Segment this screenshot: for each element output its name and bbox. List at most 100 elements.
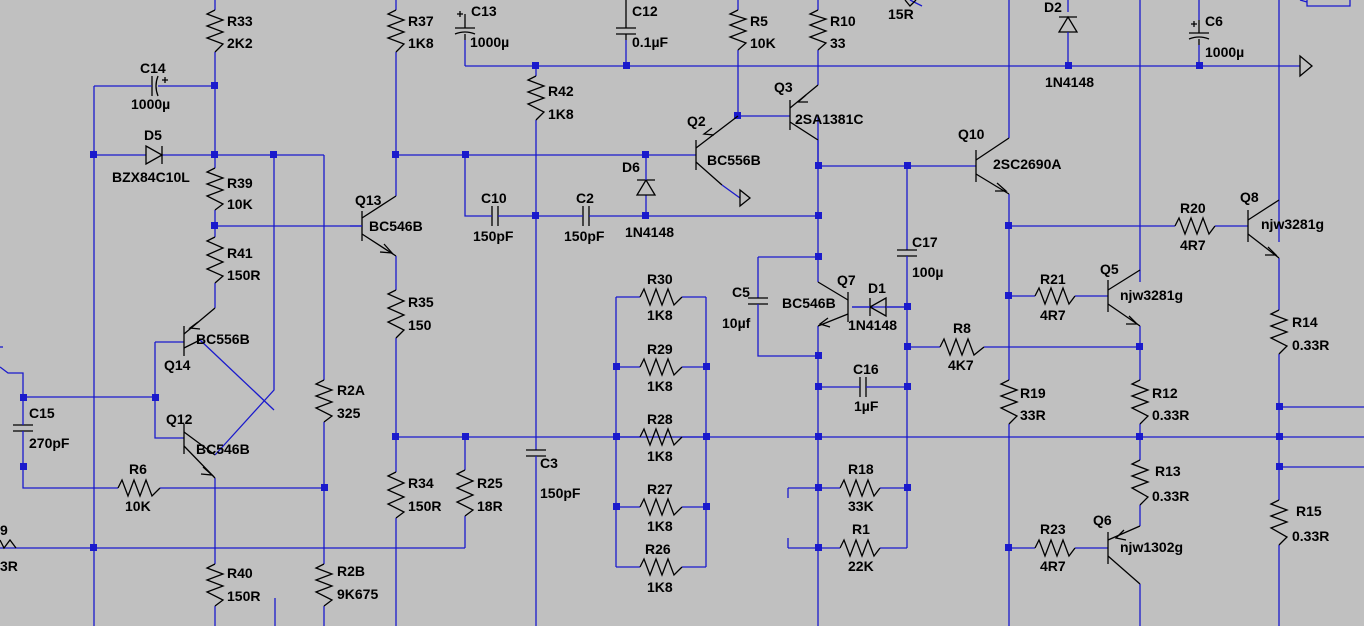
label-d2-name: D2: [1044, 0, 1062, 15]
label-r40-name: R40: [227, 565, 253, 581]
resistor-r37: [386, 9, 406, 53]
capacitor-c6: [1188, 20, 1210, 45]
label-q13-value: BC546B: [369, 218, 423, 234]
transistor-q14: [183, 307, 216, 356]
label-r37-value: 1K8: [408, 35, 434, 51]
label-q2-value: BC556B: [707, 152, 761, 168]
label-c5-value: 10µf: [722, 315, 751, 331]
output-port: [1299, 54, 1314, 78]
label-q6-value: njw1302g: [1120, 539, 1183, 555]
resistor-r41: [205, 236, 225, 284]
resistor-r25: [455, 469, 475, 517]
capacitor-c2: [582, 206, 590, 226]
label-r23-name: R23: [1040, 521, 1066, 537]
label-c6-value: 1000µ: [1205, 44, 1244, 60]
capacitor-c14: [151, 75, 159, 97]
label-r5-value: 10K: [750, 35, 776, 51]
resistor-r15r: [904, 0, 917, 7]
label-d2-value: 1N4148: [1045, 74, 1094, 90]
label-r26-value: 1K8: [647, 579, 673, 595]
label-q5-name: Q5: [1100, 261, 1119, 277]
label-c17-name: C17: [912, 234, 938, 250]
label-r29-name: R29: [647, 341, 673, 357]
label-c14-name: C14: [140, 60, 166, 76]
resistor-r34: [386, 471, 406, 519]
resistor-r15: [1269, 499, 1289, 546]
label-r9-value: 3R: [0, 558, 18, 574]
label-q12-value: BC546B: [196, 441, 250, 457]
transistor-q2: [695, 115, 752, 208]
label-d5-value: BZX84C10L: [112, 169, 190, 185]
label-q3-name: Q3: [774, 79, 793, 95]
transistor-q6: [1107, 525, 1141, 585]
label-r30-name: R30: [647, 271, 673, 287]
resistor-r2b: [314, 563, 334, 607]
capacitor-c13: [454, 14, 476, 40]
label-r9-name: 9: [0, 522, 8, 538]
label-q10-value: 2SC2690A: [993, 156, 1062, 172]
label-15r-value: 15R: [888, 6, 914, 22]
label-r26-name: R26: [645, 541, 671, 557]
label-r14-name: R14: [1292, 314, 1318, 330]
label-r42-value: 1K8: [548, 106, 574, 122]
label-r30-value: 1K8: [647, 307, 673, 323]
label-r40-value: 150R: [227, 588, 260, 604]
resistor-r26: [639, 557, 683, 577]
label-c15-name: C15: [29, 405, 55, 421]
resistor-r28: [639, 427, 683, 447]
label-r18-name: R18: [848, 461, 874, 477]
label-r18-value: 33K: [848, 498, 874, 514]
label-r19-name: R19: [1020, 385, 1046, 401]
label-r39-value: 10K: [227, 196, 253, 212]
capacitor-c15: [13, 424, 33, 432]
transistor-q12: [183, 424, 216, 479]
label-r33-value: 2K2: [227, 35, 253, 51]
transistors: [183, 84, 1280, 585]
label-q12-name: Q12: [166, 411, 193, 427]
label-r1-value: 22K: [848, 558, 874, 574]
label-r25-name: R25: [477, 475, 503, 491]
capacitor-c12: [616, 0, 636, 40]
label-q14-name: Q14: [164, 357, 191, 373]
resistor-r20: [1174, 216, 1216, 236]
label-d1-value: 1N4148: [848, 317, 897, 333]
labels: R33 2K2 R37 1K8 C13 1000µ C12 0.1µF R5 1…: [0, 0, 1329, 604]
label-r10-name: R10: [830, 13, 856, 29]
label-c12-name: C12: [632, 3, 658, 19]
label-r29-value: 1K8: [647, 378, 673, 394]
label-r15-name: R15: [1296, 503, 1322, 519]
label-r20-name: R20: [1180, 200, 1206, 216]
label-q10-name: Q10: [958, 126, 985, 142]
label-r2b-name: R2B: [337, 563, 365, 579]
label-r23-value: 4R7: [1040, 558, 1066, 574]
label-q6-name: Q6: [1093, 512, 1112, 528]
resistor-r30: [639, 287, 683, 307]
resistor-r19: [999, 379, 1019, 425]
label-r19-value: 33R: [1020, 407, 1046, 423]
label-r8-name: R8: [953, 320, 971, 336]
resistor-r1: [839, 538, 881, 558]
label-c15-value: 270pF: [29, 435, 70, 451]
label-r28-value: 1K8: [647, 448, 673, 464]
label-r12-value: 0.33R: [1152, 407, 1189, 423]
label-r35-name: R35: [408, 294, 434, 310]
label-r6-value: 10K: [125, 498, 151, 514]
label-r20-value: 4R7: [1180, 237, 1206, 253]
label-r2b-value: 9K675: [337, 586, 378, 602]
resistor-r29: [639, 357, 683, 377]
transistor-q8: [1247, 199, 1280, 259]
resistor-r39: [205, 167, 225, 211]
label-c10-value: 150pF: [473, 228, 514, 244]
label-r35-value: 150: [408, 317, 432, 333]
resistor-r35: [386, 289, 406, 339]
transistor-q5: [1107, 269, 1141, 327]
resistor-r14: [1269, 309, 1289, 355]
resistor-r42: [526, 75, 546, 121]
transistor-q13: [350, 195, 397, 257]
label-r28-name: R28: [647, 411, 673, 427]
label-r1-name: R1: [852, 521, 870, 537]
label-r6-name: R6: [129, 461, 147, 477]
label-q13-name: Q13: [355, 192, 382, 208]
capacitor-c10: [491, 206, 499, 226]
